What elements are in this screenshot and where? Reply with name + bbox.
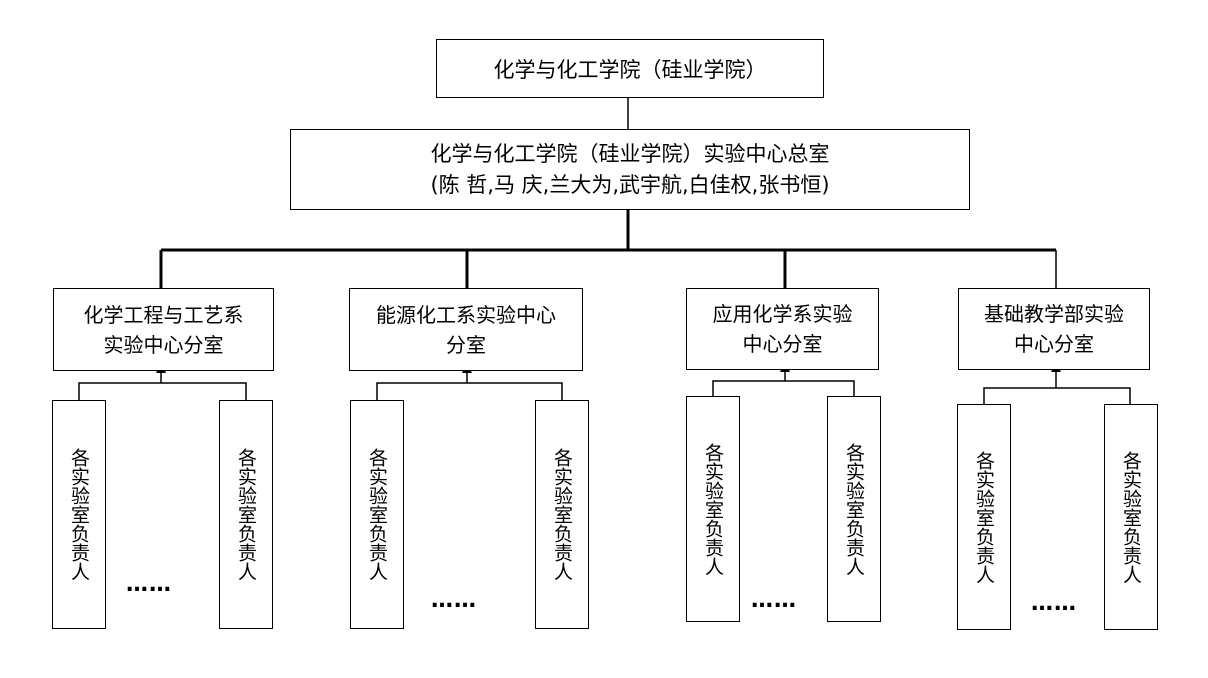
- experiment-center-main-box: 化学与化工学院（硅业学院）实验中心总室 (陈 哲,马 庆,兰大为,武宇航,白佳权…: [290, 129, 970, 210]
- lab-leader-box-dept-2-left: 各实验室负责人: [350, 400, 404, 629]
- department-4-line2: 中心分室: [1014, 332, 1094, 356]
- department-box-2: 能源化工系实验中心 分室: [349, 288, 583, 371]
- connector-dept-2-leaves: [376, 382, 563, 401]
- lab-leader-box-dept-1-right: 各实验室负责人: [219, 400, 273, 629]
- department-3-line2: 中心分室: [742, 332, 823, 356]
- college-title: 化学与化工学院（硅业学院）: [493, 57, 767, 82]
- experiment-center-members: (陈 哲,马 庆,兰大为,武宇航,白佳权,张书恒): [430, 172, 830, 197]
- lab-leader-box-dept-4-right: 各实验室负责人: [1104, 404, 1158, 630]
- department-1-line2: 实验中心分室: [103, 332, 224, 357]
- lab-leader-label: 各实验室负责人: [235, 448, 257, 581]
- department-2-line1: 能源化工系实验中心: [376, 302, 556, 327]
- department-box-1: 化学工程与工艺系 实验中心分室: [53, 288, 274, 371]
- lab-leader-box-dept-4-left: 各实验室负责人: [957, 404, 1011, 630]
- lab-leader-box-dept-2-right: 各实验室负责人: [535, 400, 589, 629]
- lab-leader-label: 各实验室负责人: [68, 448, 90, 581]
- department-box-4: 基础教学部实验 中心分室: [958, 288, 1150, 370]
- department-3-line1: 应用化学系实验: [712, 302, 853, 326]
- ellipsis-dept-2: ……: [431, 588, 477, 613]
- lab-leader-box-dept-3-left: 各实验室负责人: [686, 396, 740, 622]
- lab-leader-label: 各实验室负责人: [1120, 450, 1142, 584]
- college-box: 化学与化工学院（硅业学院）: [436, 39, 824, 98]
- ellipsis-dept-4: ……: [1031, 591, 1077, 616]
- lab-leader-box-dept-1-left: 各实验室负责人: [52, 400, 106, 629]
- ellipsis-dept-3: ……: [751, 588, 797, 613]
- ellipsis-dept-1: ……: [126, 572, 172, 597]
- lab-leader-label: 各实验室负责人: [366, 448, 388, 581]
- connector-dept-1-leaves: [78, 382, 247, 401]
- lab-leader-label: 各实验室负责人: [973, 450, 995, 584]
- connector-dept-3-leaves: [712, 380, 855, 397]
- connector-dept-4-leaves: [983, 387, 1131, 405]
- lab-leader-label: 各实验室负责人: [551, 448, 573, 581]
- lab-leader-label: 各实验室负责人: [843, 442, 865, 576]
- department-box-3: 应用化学系实验 中心分室: [686, 288, 879, 370]
- lab-leader-label: 各实验室负责人: [702, 442, 724, 576]
- department-4-line1: 基础教学部实验: [984, 302, 1124, 326]
- lab-leader-box-dept-3-right: 各实验室负责人: [827, 396, 881, 622]
- experiment-center-title: 化学与化工学院（硅业学院）实验中心总室: [430, 141, 830, 166]
- department-1-line1: 化学工程与工艺系: [83, 302, 244, 327]
- department-2-line2: 分室: [446, 332, 486, 357]
